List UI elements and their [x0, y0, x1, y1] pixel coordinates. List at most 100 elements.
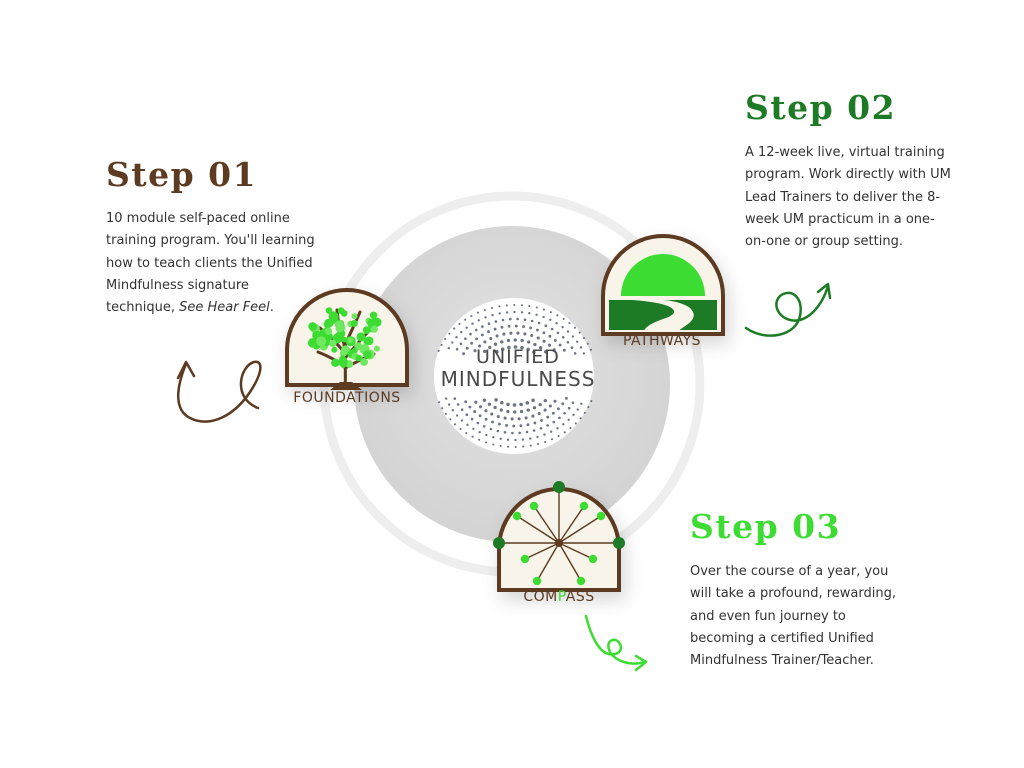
mandala-dot	[510, 417, 514, 421]
compass-node	[512, 511, 522, 521]
mandala-dot	[548, 404, 552, 408]
mandala-dot	[484, 417, 488, 421]
mandala-dot	[542, 315, 545, 319]
tree-leaf	[363, 350, 372, 359]
step-03-description: Over the course of a year, you will take…	[690, 564, 897, 669]
mandala-dot	[528, 305, 531, 308]
mandala-dot	[574, 422, 577, 425]
compass-node	[596, 511, 606, 521]
tree-leaf	[308, 322, 317, 331]
mandala-dot	[566, 341, 570, 344]
mandala-dot	[465, 431, 468, 435]
mandala-dot	[530, 333, 534, 338]
mandala-dot	[464, 318, 467, 321]
mandala-dot	[520, 304, 523, 307]
mandala-dot	[568, 322, 571, 325]
mandala-dot	[458, 322, 461, 325]
mandala-dot	[495, 334, 499, 338]
mandala-dot	[556, 427, 559, 430]
mandala-dot	[533, 421, 537, 425]
mandala-dot	[478, 405, 483, 409]
mandala-dot	[485, 433, 488, 437]
mandala-dot	[521, 438, 525, 441]
tree-leaf	[354, 342, 363, 350]
mandala-dot	[478, 438, 481, 441]
mandala-dot	[550, 430, 553, 433]
curly-arrow-icon-step3	[584, 614, 646, 665]
mandala-dot	[535, 306, 538, 309]
mandala-dot	[507, 445, 510, 448]
mandala-dot	[489, 427, 493, 431]
mandala-dot	[569, 427, 572, 430]
mandala-dot	[567, 406, 571, 410]
mandala-dot	[535, 313, 538, 316]
mandala-dot	[520, 345, 524, 350]
mandala-dot	[465, 346, 469, 350]
mandala-dot	[516, 317, 519, 321]
mandala-dot	[526, 408, 530, 412]
mandala-dot	[493, 342, 498, 346]
tree-leaf	[356, 332, 366, 342]
mandala-dot	[524, 416, 528, 420]
mandala-dot	[509, 331, 513, 335]
tree-leaf	[325, 332, 333, 341]
mandala-dot	[459, 427, 462, 430]
mandala-dot	[536, 443, 540, 446]
tree-leaf	[329, 314, 339, 324]
mandala-dot	[561, 336, 565, 339]
step-02-description: A 12-week live, virtual training program…	[745, 145, 951, 250]
mandala-dot	[587, 406, 590, 409]
mandala-dot	[544, 324, 548, 328]
mandala-dot	[503, 431, 507, 434]
compass-spoke	[558, 515, 602, 544]
mandala-dot	[537, 321, 541, 325]
mandala-dot	[519, 409, 524, 414]
mandala-dot	[550, 327, 554, 331]
mandala-dot	[579, 346, 583, 349]
compass-label-post: ASS	[565, 589, 595, 605]
mandala-dot	[477, 319, 480, 322]
mandala-dot	[556, 314, 559, 317]
mandala-dot	[522, 325, 525, 329]
mandala-dot	[500, 325, 504, 329]
mandala-dot	[578, 331, 581, 334]
mandala-dot	[561, 326, 564, 329]
mandala-dot	[532, 406, 537, 410]
compass-hub	[555, 539, 563, 547]
mandala-dot	[563, 412, 566, 415]
mandala-dot	[469, 332, 472, 336]
mandala-dot	[471, 435, 474, 438]
mandala-dot	[551, 411, 555, 415]
mandala-dot	[478, 414, 482, 418]
mandala-dot	[498, 312, 501, 315]
mandala-dot	[567, 418, 570, 421]
compass-node	[576, 576, 586, 586]
mandala-dot	[529, 326, 533, 330]
mandala-dot	[487, 330, 490, 334]
mandala-dot	[533, 342, 537, 347]
mandala-dot	[471, 322, 474, 325]
mandala-dot	[562, 423, 565, 426]
mandala-dot	[523, 318, 527, 322]
mandala-dot	[546, 415, 550, 419]
mandala-dot	[570, 346, 574, 349]
step-03-title: Step 03	[690, 507, 842, 546]
mandala-dot	[501, 318, 505, 322]
compass-spoke	[516, 515, 560, 544]
mandala-dot	[505, 423, 508, 427]
mandala-dot	[538, 346, 543, 350]
tree-leaf	[341, 336, 347, 343]
mandala-dot	[539, 427, 543, 430]
mandala-dot	[553, 399, 557, 403]
tree-leaf	[360, 358, 368, 366]
mandala-dot	[523, 332, 527, 336]
tree-leaf	[370, 325, 378, 333]
mandala-dot	[489, 336, 493, 341]
mandala-dot	[542, 339, 546, 343]
compass-label-pre: COM	[523, 589, 558, 605]
mandala-dot	[447, 347, 450, 350]
mandala-dot	[547, 343, 552, 347]
mandala-dot	[513, 345, 518, 349]
tree-leaf	[340, 310, 348, 317]
